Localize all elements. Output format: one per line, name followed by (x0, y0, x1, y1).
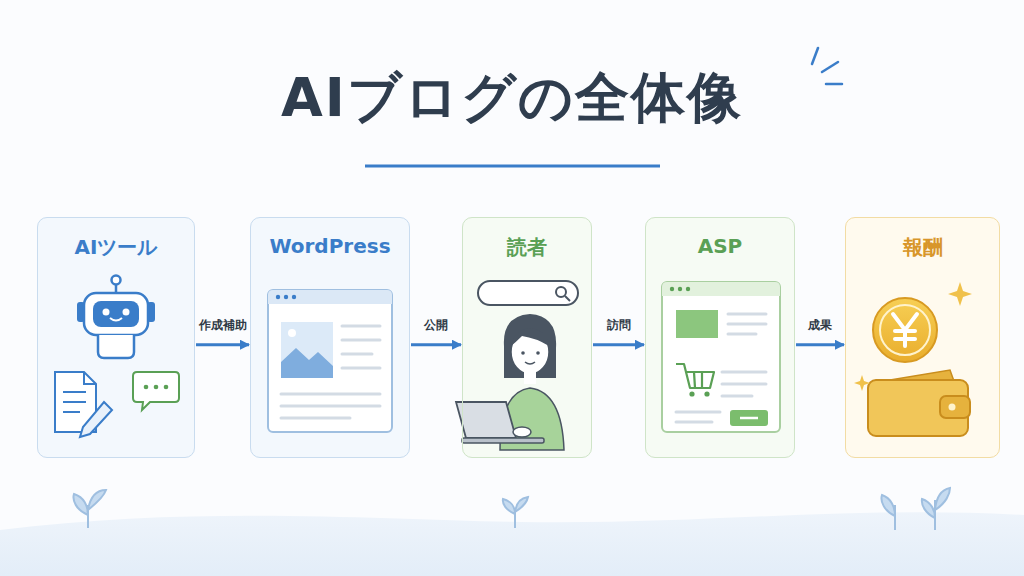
sparkles (854, 282, 972, 391)
flow-arrow (196, 343, 249, 346)
coin-icon (873, 298, 937, 362)
diagram-title: AIブログの全体像 (0, 62, 1024, 135)
step-heading: 読者 (463, 234, 591, 261)
search-bar-icon (478, 281, 578, 305)
laptop-icon (456, 402, 544, 443)
robot-icon (77, 276, 155, 359)
flow-arrow (411, 343, 461, 346)
arrow-label: 作成補助 (197, 316, 249, 335)
step-box: 読者 (462, 217, 592, 458)
arrow-label: 訪問 (605, 316, 633, 335)
title-sparks (812, 48, 842, 84)
web-page-icon (268, 290, 392, 432)
step-box: 報酬 (845, 217, 1000, 458)
arrow-label: 成果 (806, 316, 834, 335)
step-box: AIツール (37, 217, 195, 458)
shop-page-icon (662, 282, 780, 432)
sprouts (74, 488, 950, 530)
step-box: ASP (645, 217, 795, 458)
step-heading: 報酬 (846, 234, 999, 261)
document-icon (55, 372, 112, 437)
flow-arrow (593, 343, 644, 346)
flow-arrow (796, 343, 844, 346)
step-box: WordPress (250, 217, 410, 458)
chat-bubble-icon (133, 372, 179, 410)
box-fills (37, 217, 1000, 458)
step-heading: AIツール (38, 234, 194, 261)
step-heading: ASP (646, 234, 794, 258)
title-underline (365, 165, 660, 168)
wallet-icon (868, 370, 970, 436)
ground-wave (0, 512, 1024, 576)
arrow-label: 公開 (422, 316, 450, 335)
step-heading: WordPress (251, 234, 409, 258)
